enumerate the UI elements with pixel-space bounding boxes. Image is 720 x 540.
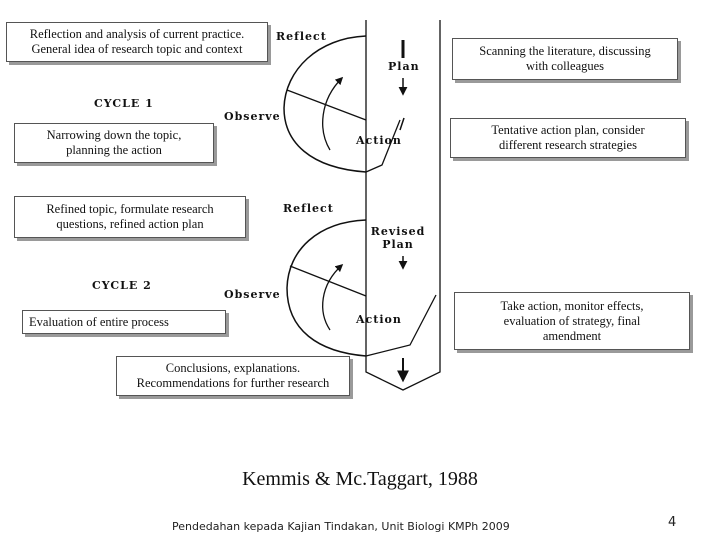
cycle1-plan-label: Plan bbox=[388, 60, 420, 73]
diagram-caption: Kemmis & Mc.Taggart, 1988 bbox=[242, 468, 478, 490]
cycle1-observe-label: Observe bbox=[224, 110, 281, 123]
box-take-action-line2: evaluation of strategy, final bbox=[503, 313, 641, 328]
box-refined-topic-line1: Refined topic, formulate research bbox=[46, 202, 214, 216]
box-evaluation-line1: Evaluation of entire process bbox=[29, 314, 169, 329]
cycle2-observe-label: Observe bbox=[224, 288, 281, 301]
box-evaluation: Evaluation of entire process bbox=[22, 310, 226, 334]
box-tentative-plan-line2: different research strategies bbox=[499, 138, 637, 152]
box-narrowing-topic: Narrowing down the topic, planning the a… bbox=[14, 123, 214, 163]
cycle2-action-label: Action bbox=[356, 313, 402, 326]
box-tentative-plan-line1: Tentative action plan, consider bbox=[491, 123, 645, 137]
cycle1-cap bbox=[365, 119, 401, 173]
cycle1-action-label: Action bbox=[356, 134, 402, 147]
box-scanning-literature-line1: Scanning the literature, discussing bbox=[479, 44, 651, 58]
cycle2-divider bbox=[289, 265, 367, 297]
box-narrowing-topic-line1: Narrowing down the topic, bbox=[46, 128, 182, 142]
box-reflection-practice: Reflection and analysis of current pract… bbox=[6, 22, 268, 62]
box-take-action-line1: Take action, monitor effects, bbox=[500, 298, 644, 313]
box-scanning-literature-line2: with colleagues bbox=[525, 59, 605, 73]
box-conclusions-line2: Recommendations for further research bbox=[136, 376, 330, 390]
cycle1-divider bbox=[286, 89, 367, 121]
box-scanning-literature: Scanning the literature, discussing with… bbox=[452, 38, 678, 80]
box-conclusions-line1: Conclusions, explanations. bbox=[165, 361, 301, 375]
cycle2-revised-plan-label: Revised Plan bbox=[368, 225, 428, 251]
cycle2-plan-label: Plan bbox=[382, 238, 414, 251]
box-reflection-practice-line1: Reflection and analysis of current pract… bbox=[29, 27, 245, 41]
box-narrowing-topic-line2: planning the action bbox=[66, 143, 162, 157]
cycle1-reflect-label: Reflect bbox=[276, 30, 327, 43]
cycle1-arc bbox=[283, 35, 367, 173]
cycle2-arc bbox=[286, 219, 367, 357]
cycle2-rotation-arrow bbox=[322, 263, 344, 331]
cycle2-title: CYCLE 2 bbox=[92, 279, 152, 292]
box-reflection-practice-line2: General idea of research topic and conte… bbox=[31, 42, 243, 56]
cycle2-cap bbox=[365, 294, 437, 357]
box-conclusions: Conclusions, explanations. Recommendatio… bbox=[116, 356, 350, 396]
cycle2-revised-label: Revised bbox=[370, 225, 426, 238]
page-number: 4 bbox=[668, 515, 677, 530]
box-tentative-plan: Tentative action plan, consider differen… bbox=[450, 118, 686, 158]
cycle1-title: CYCLE 1 bbox=[94, 97, 154, 110]
cycle1-tick bbox=[399, 117, 405, 131]
box-refined-topic: Refined topic, formulate research questi… bbox=[14, 196, 246, 238]
box-take-action: Take action, monitor effects, evaluation… bbox=[454, 292, 690, 350]
slide-footer: Pendedahan kepada Kajian Tindakan, Unit … bbox=[172, 520, 510, 533]
box-refined-topic-line2: questions, refined action plan bbox=[56, 217, 204, 231]
box-take-action-line3: amendment bbox=[542, 328, 602, 343]
cycle1-rotation-arrow bbox=[322, 76, 344, 151]
progress-column bbox=[365, 20, 441, 391]
cycle2-reflect-label: Reflect bbox=[283, 202, 334, 215]
